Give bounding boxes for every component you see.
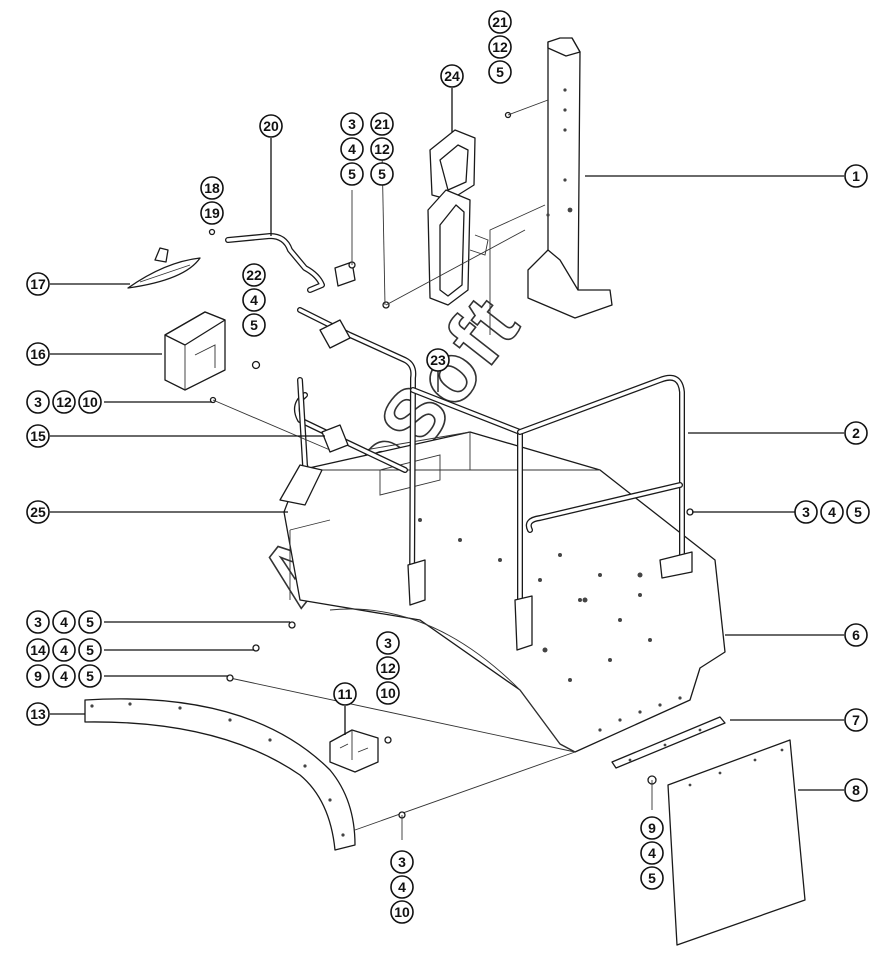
callout-row-14-4-5: 14 4 5 [26, 638, 102, 662]
callout-row-3-12-10: 3 12 10 [26, 390, 102, 414]
svg-text:12: 12 [492, 39, 508, 55]
leader-lines [50, 88, 844, 791]
svg-text:5: 5 [86, 642, 94, 658]
callout-stack-9-4-5-flap: 9 4 5 [640, 816, 664, 890]
svg-text:4: 4 [348, 141, 356, 157]
part-1-mirror-post [527, 37, 613, 319]
callout-stack-22-4-5: 22 4 5 [242, 263, 266, 337]
svg-text:4: 4 [60, 614, 68, 630]
svg-text:3: 3 [802, 504, 810, 520]
svg-text:5: 5 [250, 317, 258, 333]
part-16-bracket-box [164, 311, 226, 391]
callout-8: 8 [844, 778, 868, 802]
svg-text:3: 3 [384, 635, 392, 651]
svg-text:5: 5 [348, 166, 356, 182]
part-6-body-panel [283, 431, 726, 753]
svg-text:10: 10 [394, 904, 410, 920]
part-8-mud-flap [667, 739, 806, 946]
callout-stack-3-4-5-top: 3 4 5 [340, 112, 364, 186]
svg-text:4: 4 [60, 668, 68, 684]
svg-text:4: 4 [828, 504, 836, 520]
callout-row-9-4-5: 9 4 5 [26, 664, 102, 688]
callout-15: 15 [26, 424, 50, 448]
callout-6: 6 [844, 623, 868, 647]
svg-text:5: 5 [496, 64, 504, 80]
svg-text:12: 12 [56, 394, 72, 410]
callout-17: 17 [26, 272, 50, 296]
svg-text:14: 14 [30, 642, 46, 658]
callout-stack-18-19: 18 19 [200, 176, 224, 225]
assembly-guidelines [212, 99, 653, 840]
svg-text:12: 12 [374, 141, 390, 157]
svg-text:3: 3 [34, 394, 42, 410]
svg-text:11: 11 [338, 686, 353, 702]
callout-stack-21-12-5-left: 21 12 5 [370, 112, 394, 186]
part-11-clamp [329, 729, 379, 773]
svg-text:25: 25 [30, 504, 46, 520]
svg-text:3: 3 [398, 854, 406, 870]
svg-text:4: 4 [398, 879, 406, 895]
svg-text:5: 5 [86, 668, 94, 684]
part-20-mirror-arm [225, 233, 356, 293]
callout-25: 25 [26, 500, 50, 524]
svg-text:4: 4 [60, 642, 68, 658]
part-17-lamp [127, 247, 201, 289]
svg-text:6: 6 [852, 627, 860, 643]
svg-text:19: 19 [204, 205, 220, 221]
callout-row-3-4-5-right: 3 4 5 [794, 500, 870, 524]
svg-text:17: 17 [30, 276, 46, 292]
callout-13: 13 [26, 702, 50, 726]
svg-text:10: 10 [380, 685, 396, 701]
part-7-strip-bar [611, 716, 726, 769]
callout-row-3-4-5-left: 3 4 5 [26, 610, 102, 634]
callout-2: 2 [844, 421, 868, 445]
svg-text:9: 9 [34, 668, 42, 684]
svg-text:3: 3 [34, 614, 42, 630]
svg-text:16: 16 [30, 346, 46, 362]
svg-text:23: 23 [430, 352, 446, 368]
callout-stack-3-4-10-bottom: 3 4 10 [390, 850, 414, 924]
svg-text:18: 18 [204, 180, 220, 196]
svg-text:2: 2 [852, 425, 860, 441]
svg-text:5: 5 [648, 870, 656, 886]
svg-text:24: 24 [444, 68, 460, 84]
callout-stack-3-12-10-mid: 3 12 10 [376, 631, 400, 705]
callout-20: 20 [259, 114, 283, 138]
svg-text:12: 12 [380, 660, 396, 676]
svg-text:10: 10 [82, 394, 98, 410]
svg-text:9: 9 [648, 820, 656, 836]
callout-11: 11 [333, 682, 357, 706]
callout-1: 1 [844, 164, 868, 188]
svg-text:5: 5 [854, 504, 862, 520]
part-24-mirror [427, 129, 489, 306]
fender-arch-guideline [229, 608, 576, 831]
svg-text:1: 1 [852, 168, 860, 184]
part-13-mudguard-strip [84, 698, 356, 851]
svg-text:21: 21 [492, 14, 508, 30]
svg-text:4: 4 [250, 292, 258, 308]
callout-16: 16 [26, 342, 50, 366]
callout-7: 7 [844, 708, 868, 732]
svg-text:8: 8 [852, 782, 860, 798]
handrail-frame [293, 307, 693, 651]
svg-text:7: 7 [852, 712, 860, 728]
callout-23: 23 [426, 348, 450, 372]
svg-text:3: 3 [348, 116, 356, 132]
callout-24: 24 [440, 64, 464, 88]
svg-text:15: 15 [30, 428, 46, 444]
svg-text:5: 5 [378, 166, 386, 182]
svg-text:4: 4 [648, 845, 656, 861]
part-25-bracket [279, 464, 323, 506]
svg-text:20: 20 [263, 118, 279, 134]
svg-text:21: 21 [374, 116, 390, 132]
svg-text:5: 5 [86, 614, 94, 630]
svg-text:13: 13 [30, 706, 46, 722]
svg-text:22: 22 [246, 267, 262, 283]
callout-stack-21-12-5-right: 21 12 5 [488, 10, 512, 84]
